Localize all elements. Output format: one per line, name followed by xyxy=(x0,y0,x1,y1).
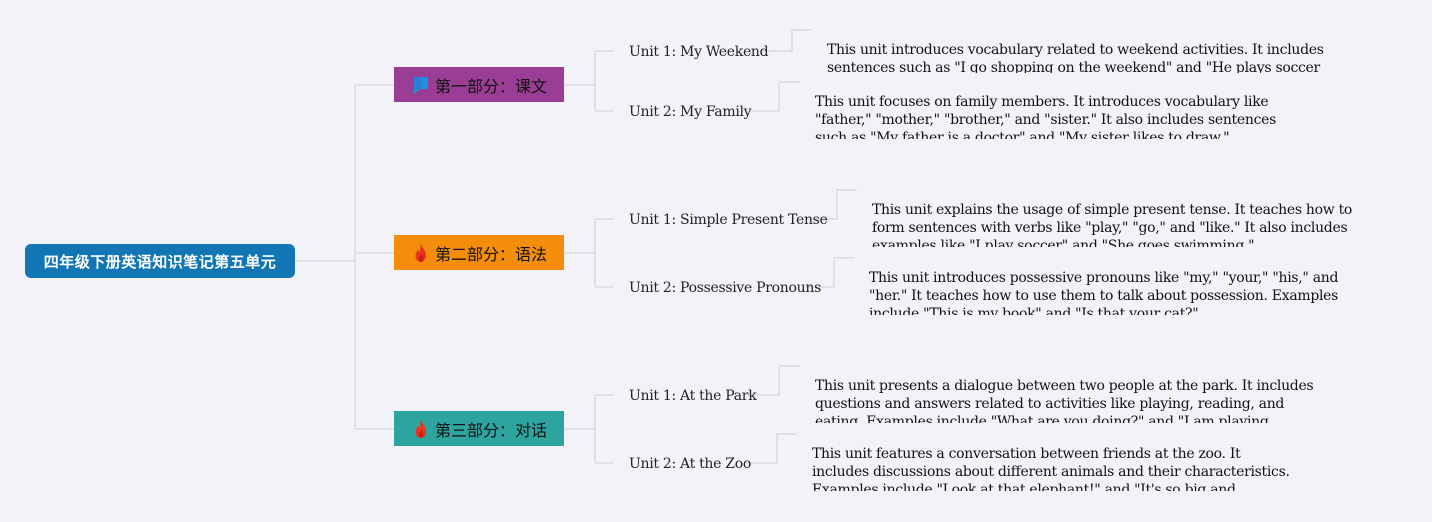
fire-icon xyxy=(411,419,431,439)
fire-icon xyxy=(411,243,431,263)
root-node[interactable]: 四年级下册英语知识笔记第五单元 xyxy=(25,244,295,278)
unit-description: This unit explains the usage of simple p… xyxy=(872,202,1353,247)
unit-description: This unit presents a dialogue between tw… xyxy=(815,378,1314,423)
unit-description: This unit introduces vocabulary related … xyxy=(827,42,1324,73)
unit-title[interactable]: Unit 2: At the Zoo xyxy=(629,456,751,472)
root-title: 四年级下册英语知识笔记第五单元 xyxy=(43,252,277,271)
unit-description: This unit introduces possessive pronouns… xyxy=(869,270,1339,315)
branch-label: 第三部分：对话 xyxy=(434,420,547,440)
unit-title[interactable]: Unit 2: Possessive Pronouns xyxy=(629,280,821,296)
branch-node-1[interactable]: 第一部分：课文 xyxy=(394,67,564,102)
unit-title[interactable]: Unit 1: At the Park xyxy=(629,388,757,404)
unit-title[interactable]: Unit 1: Simple Present Tense xyxy=(629,212,828,228)
branch-node-2[interactable]: 第二部分：语法 xyxy=(394,235,564,270)
branch-label: 第一部分：课文 xyxy=(434,76,547,96)
branch-label: 第二部分：语法 xyxy=(434,244,547,264)
unit-description: This unit features a conversation betwee… xyxy=(812,446,1290,491)
branch-node-3[interactable]: 第三部分：对话 xyxy=(394,411,564,446)
flag-icon xyxy=(411,75,431,95)
unit-title[interactable]: Unit 1: My Weekend xyxy=(629,44,769,60)
unit-description: This unit focuses on family members. It … xyxy=(815,94,1276,139)
unit-title[interactable]: Unit 2: My Family xyxy=(629,104,752,120)
